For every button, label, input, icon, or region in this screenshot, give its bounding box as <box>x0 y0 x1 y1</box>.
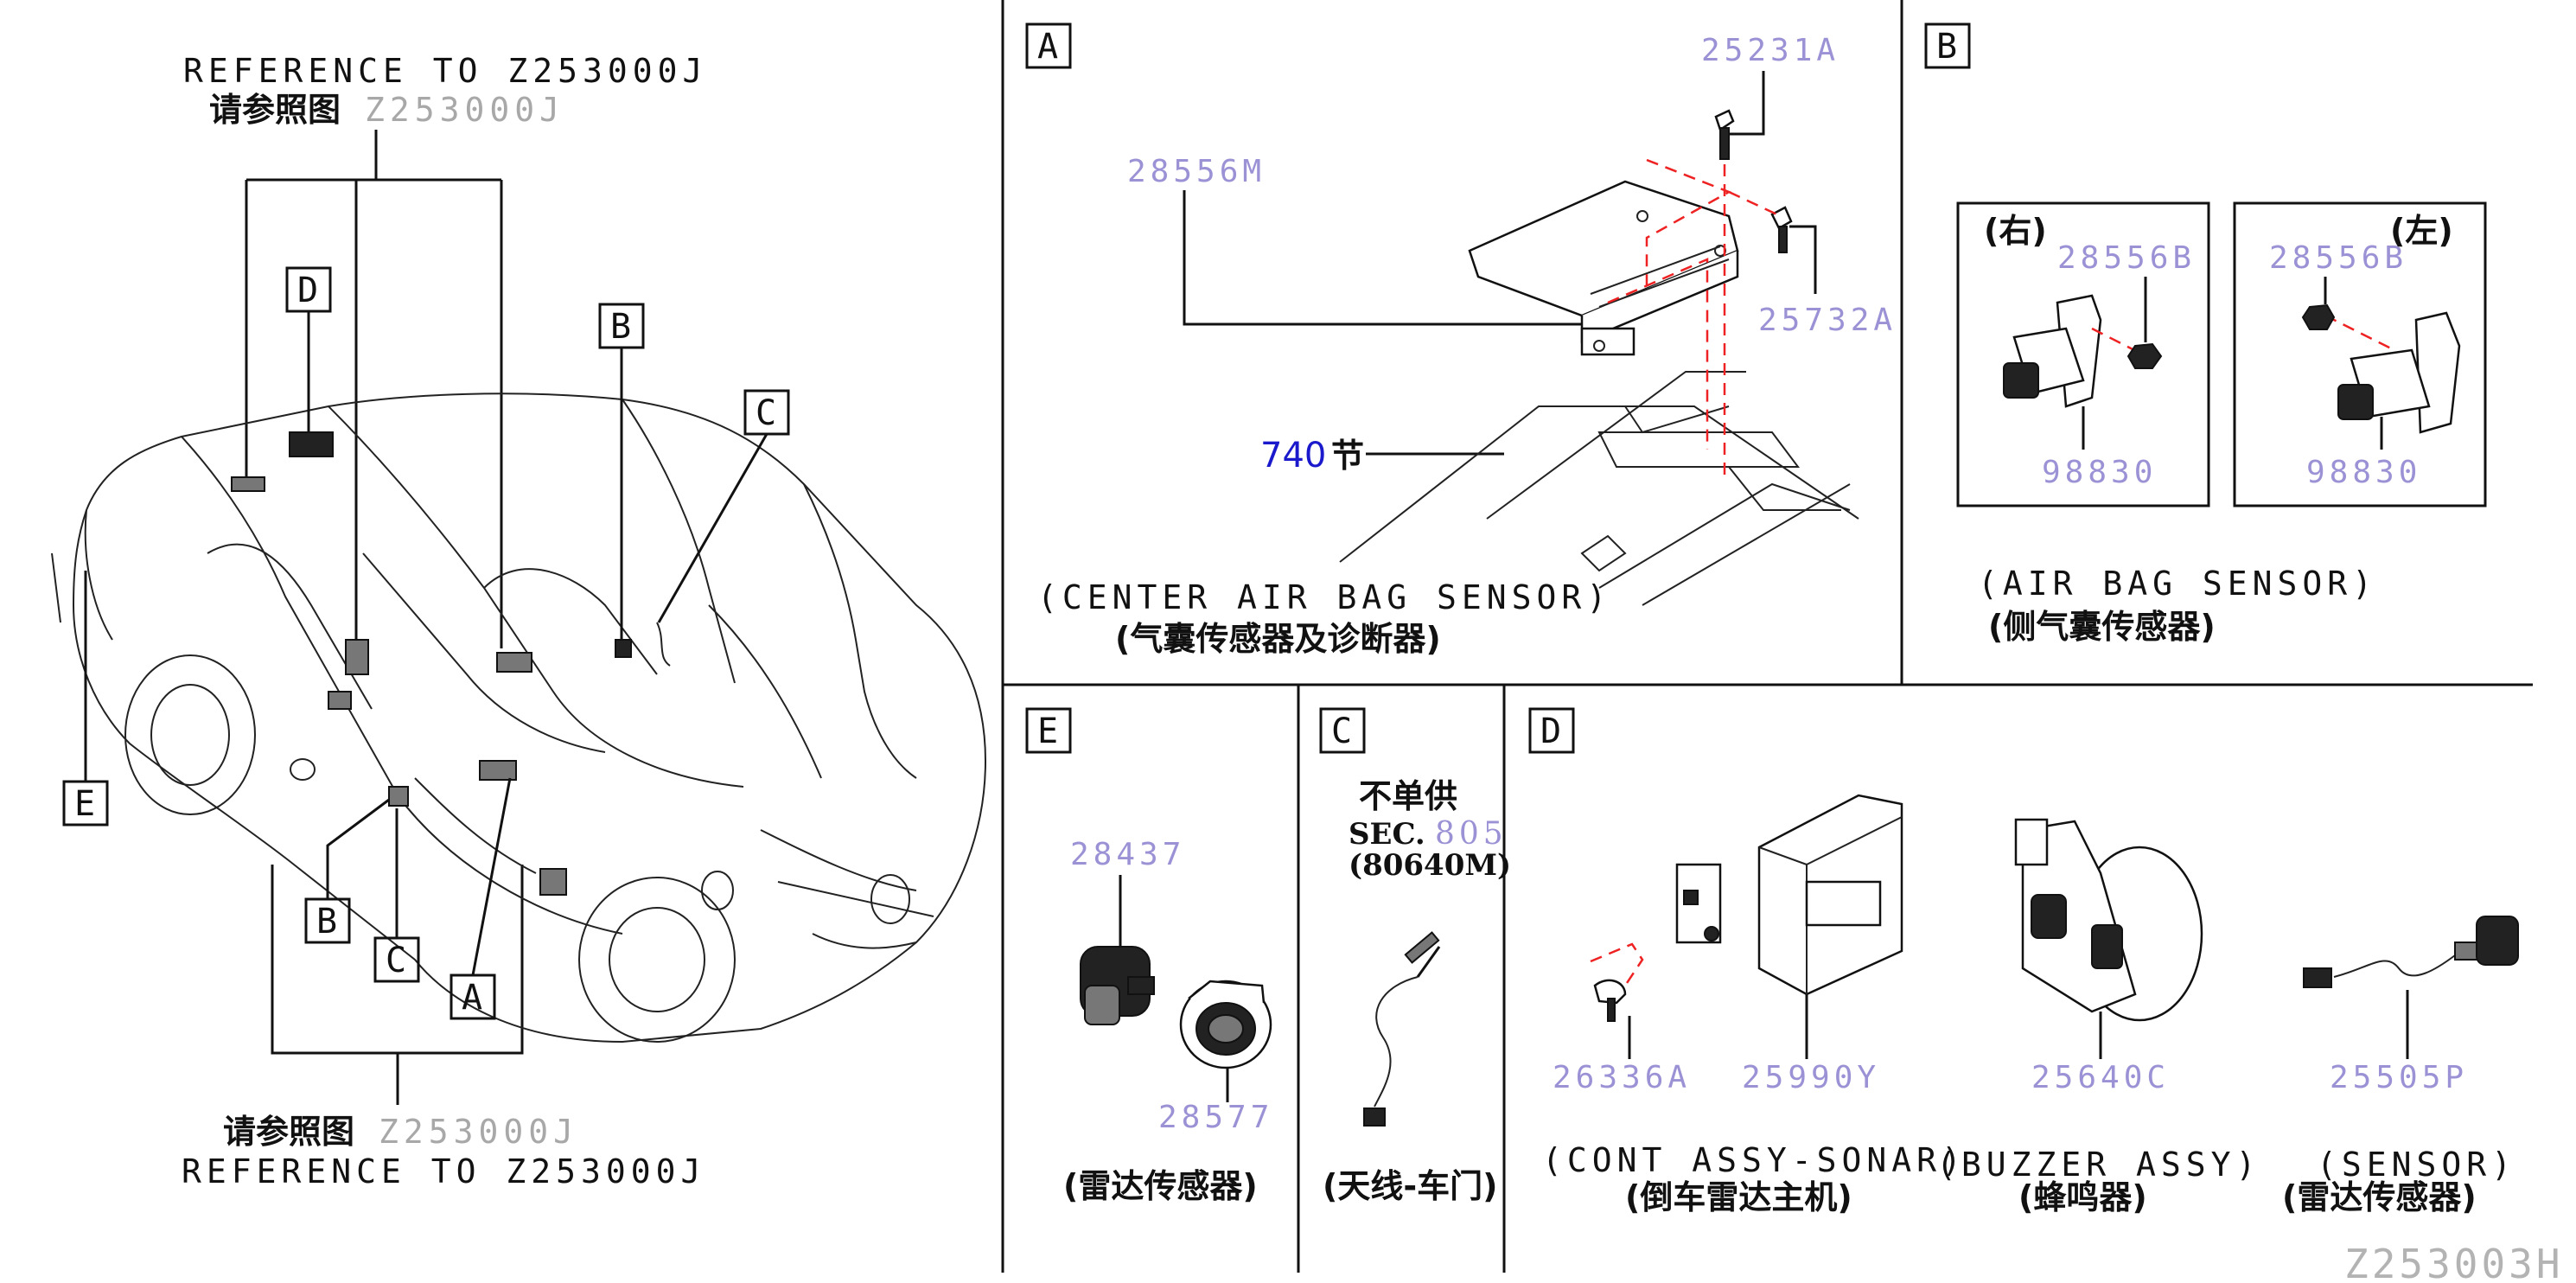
buzzer-icon <box>2014 818 2203 1022</box>
svg-text:D: D <box>297 271 318 310</box>
svg-text:B: B <box>316 902 337 942</box>
svg-text:A: A <box>462 978 482 1018</box>
part-25990Y: 25990Y <box>1742 1060 1880 1095</box>
screw-icon <box>1593 979 1627 1022</box>
side-airbag-sensor-left <box>2301 277 2461 450</box>
panel-c-note-1: 不单供 <box>1359 777 1457 815</box>
panel-d-caption3-cn: (雷达传感器) <box>2282 1178 2477 1216</box>
panel-b-caption-cn: (侧气囊传感器) <box>1988 608 2216 646</box>
svg-text:C: C <box>756 393 776 433</box>
panel-c-note-sec-num: 805 <box>1435 816 1508 852</box>
sonar-unit-marker <box>289 431 334 457</box>
svg-text:B: B <box>610 307 631 347</box>
top-reference-cn: 请参照图 <box>209 91 341 129</box>
callout-B-bottom: B <box>304 798 390 944</box>
callout-D-top: D <box>285 266 332 432</box>
panel-a-caption-en: (CENTER AIR BAG SENSOR) <box>1037 578 1611 616</box>
panel-d-caption3-en: (SENSOR) <box>2317 1146 2516 1184</box>
bolt-icon <box>1714 109 1735 160</box>
section-740: 740 <box>1260 436 1326 476</box>
panel-b-letter: B <box>1936 27 1957 67</box>
part-28556B-right: 28556B <box>2057 240 2196 276</box>
panel-c: C 不单供 SEC. 805 (80640M) (天线-车门) <box>1319 707 1511 1205</box>
panel-b: B (右) (左) 28556B 28556B 98830 98830 <box>1924 22 2487 646</box>
car-illustration <box>51 393 987 1044</box>
overview-section: REFERENCE TO Z253000J 请参照图 Z253000J <box>51 52 987 1190</box>
footer-code: Z253003H <box>2344 1241 2564 1283</box>
panel-a-caption-cn: (气囊传感器及诊断器) <box>1115 620 1441 658</box>
panel-c-note-sec: SEC. <box>1349 817 1425 852</box>
panel-d-caption1-cn: (倒车雷达主机) <box>1625 1178 1852 1216</box>
part-26336A: 26336A <box>1553 1060 1691 1095</box>
panel-d-caption2-cn: (蜂鸣器) <box>2018 1178 2147 1216</box>
panel-c-caption-cn: (天线-车门) <box>1323 1167 1498 1205</box>
part-98830-left: 98830 <box>2306 455 2421 490</box>
panel-d: D <box>1528 707 2519 1216</box>
panel-frame <box>1001 0 2533 1273</box>
side-airbag-sensor-right <box>2003 277 2163 450</box>
panel-a-letter: A <box>1037 27 1058 67</box>
left-label: (左) <box>2390 212 2453 250</box>
sensor-left-frame <box>2233 201 2487 507</box>
svg-text:E: E <box>74 784 95 824</box>
sensor-right-frame <box>1956 201 2210 507</box>
door-antenna-icon <box>1363 931 1441 1127</box>
section-740-suffix: 节 <box>1331 437 1364 475</box>
panel-d-caption1-en: (CONT ASSY-SONAR) <box>1542 1141 1967 1179</box>
panel-c-letter: C <box>1331 712 1352 751</box>
callout-A: A <box>450 777 512 1020</box>
panel-e: E 28437 28577 (雷达传感器) <box>1025 707 1273 1205</box>
panel-d-letter: D <box>1540 712 1561 751</box>
part-28577: 28577 <box>1158 1100 1273 1135</box>
part-25231A: 25231A <box>1701 33 1840 68</box>
part-28556B-left: 28556B <box>2269 240 2407 276</box>
panel-b-caption-en: (AIR BAG SENSOR) <box>1978 565 2377 603</box>
bottom-reference-cn: 请参照图 <box>223 1113 354 1151</box>
bottom-reference-cn-code: Z253000J <box>379 1113 578 1151</box>
part-28437: 28437 <box>1070 837 1185 872</box>
right-label: (右) <box>1984 212 2047 250</box>
bottom-reference-en: REFERENCE TO Z253000J <box>182 1152 705 1190</box>
callout-B-top: B <box>598 303 645 640</box>
panel-d-caption2-en: (BUZZER ASSY) <box>1936 1146 2260 1184</box>
radar-sensor-wire-icon <box>2303 916 2519 988</box>
callout-C-top: C <box>657 389 790 623</box>
bolt-icon <box>1770 206 1793 253</box>
callout-C-bottom: C <box>373 808 420 983</box>
panel-e-letter: E <box>1037 712 1058 751</box>
panel-e-caption-cn: (雷达传感器) <box>1063 1167 1258 1205</box>
radar-sensor-icon <box>1080 946 1155 1025</box>
sonar-control-unit <box>1675 794 1903 996</box>
top-reference-en: REFERENCE TO Z253000J <box>183 52 707 90</box>
panel-c-note-3: (80640M) <box>1349 848 1511 883</box>
svg-text:C: C <box>386 941 406 980</box>
part-25505P: 25505P <box>2330 1060 2468 1095</box>
top-reference-cn-code: Z253000J <box>365 91 564 129</box>
panel-a: A 25231A 28556M 25732A <box>1025 22 1897 658</box>
sensor-bezel-icon <box>1179 980 1272 1069</box>
part-25640C: 25640C <box>2031 1060 2170 1095</box>
callout-E: E <box>62 571 109 827</box>
part-25732A: 25732A <box>1758 303 1897 338</box>
part-98830-right: 98830 <box>2042 455 2157 490</box>
part-28556M: 28556M <box>1127 154 1266 189</box>
